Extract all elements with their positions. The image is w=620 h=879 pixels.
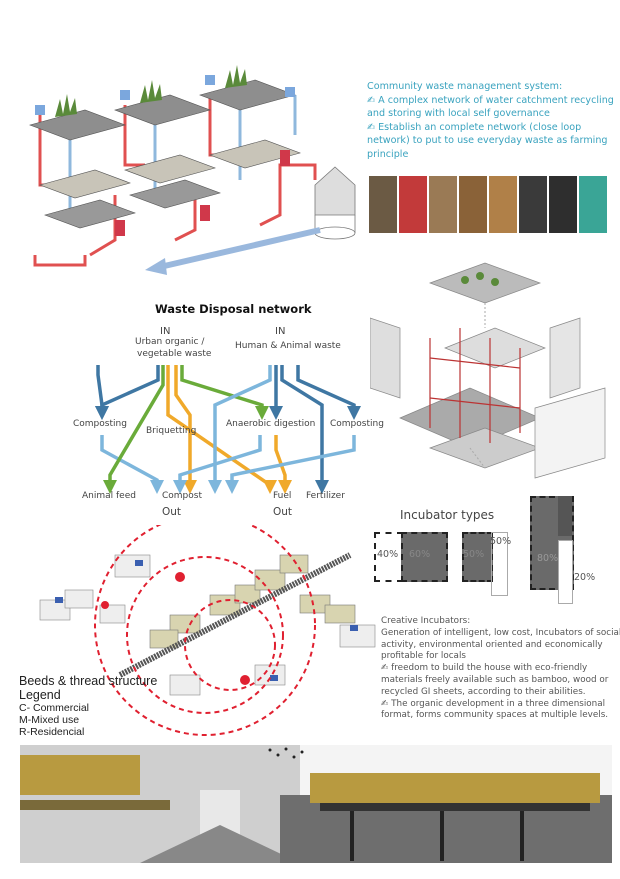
intro-line: ✍ A complex network of water catchment r… bbox=[367, 94, 614, 106]
intro-line: network) to put to use everyday waste as… bbox=[367, 135, 608, 147]
water-network-drawing bbox=[29, 65, 356, 275]
structure-title: Beeds & thread structure bbox=[19, 674, 158, 688]
legend-heading: Legend bbox=[19, 688, 61, 702]
flow-title: Waste Disposal network bbox=[155, 302, 312, 316]
beads-thread-model bbox=[39, 525, 376, 736]
intro-line: principle bbox=[367, 148, 409, 160]
incubator-type3-open bbox=[558, 540, 573, 604]
incubator-type1-built-pct: 60% bbox=[409, 549, 431, 560]
creative-line: format, forms community spaces at multip… bbox=[381, 710, 609, 721]
intro-line: and storing with local self governance bbox=[367, 108, 550, 120]
material-swatch bbox=[549, 176, 577, 233]
in-label: IN bbox=[275, 326, 286, 337]
material-swatches bbox=[369, 176, 607, 233]
incubator-type3-built-pct: 80% bbox=[537, 553, 559, 564]
output-compost: Compost bbox=[162, 491, 202, 501]
legend-item-residential: R-Residencial bbox=[19, 726, 85, 738]
creative-line: recycled GI sheets, according to their a… bbox=[381, 686, 586, 697]
in-label: IN bbox=[160, 326, 171, 337]
incubator-type2-open bbox=[491, 532, 508, 596]
input-urban-2: vegetable waste bbox=[137, 349, 212, 359]
material-swatch bbox=[579, 176, 607, 233]
output-fertilizer: Fertilizer bbox=[306, 491, 345, 501]
legend-item-mixed-use: M-Mixed use bbox=[19, 714, 80, 726]
incubator-type3-upper bbox=[558, 496, 572, 536]
process-composting: Composting bbox=[73, 419, 127, 429]
process-composting-2: Composting bbox=[330, 419, 384, 429]
creative-incubators-text: Creative Incubators: Generation of intel… bbox=[381, 616, 620, 722]
material-swatch bbox=[429, 176, 457, 233]
out-label: Out bbox=[162, 506, 182, 518]
process-anaerobic-digestion: Anaerobic digestion bbox=[226, 419, 316, 429]
incubator-types-title: Incubator types bbox=[400, 508, 495, 522]
material-swatch bbox=[489, 176, 517, 233]
street-panorama bbox=[20, 745, 612, 863]
creative-line: ✍ The organic development in a three dim… bbox=[381, 698, 606, 709]
intro-heading: Community waste management system: bbox=[367, 81, 563, 92]
incubator-isometric-drawing bbox=[370, 262, 606, 479]
incubator-type2-open-pct: 50% bbox=[490, 536, 512, 547]
creative-line: activity, environmental oriented and eco… bbox=[381, 639, 603, 650]
incubator-type2-built-pct: 50% bbox=[463, 549, 485, 560]
material-swatch bbox=[399, 176, 427, 233]
legend: Beeds & thread structure Legend C- Comme… bbox=[19, 674, 157, 738]
intro-text: Community waste management system: ✍ A c… bbox=[367, 80, 617, 162]
incubator-type1-open bbox=[374, 532, 403, 582]
process-briquetting: Briquetting bbox=[146, 426, 197, 436]
incubator-type2-built bbox=[462, 532, 493, 582]
material-swatch bbox=[459, 176, 487, 233]
input-human-animal: Human & Animal waste bbox=[235, 341, 341, 351]
material-swatch bbox=[369, 176, 397, 233]
creative-line: profitable for locals bbox=[381, 651, 466, 662]
creative-line: Creative Incubators: bbox=[381, 616, 471, 626]
input-urban-1: Urban organic / bbox=[135, 337, 205, 347]
creative-line: ✍ freedom to build the house with eco-fr… bbox=[381, 663, 588, 674]
output-animal-feed: Animal feed bbox=[82, 491, 136, 501]
creative-line: materials freely available such as bambo… bbox=[381, 674, 609, 685]
incubator-type3-open-pct: 20% bbox=[574, 572, 596, 583]
creative-line: Generation of intelligent, low cost, Inc… bbox=[381, 627, 620, 638]
material-swatch bbox=[519, 176, 547, 233]
flow-arrows bbox=[95, 365, 361, 494]
legend-item-commercial: C- Commercial bbox=[19, 702, 90, 714]
incubator-type1-built bbox=[401, 532, 448, 582]
intro-line: ✍ Establish an complete network (close l… bbox=[367, 121, 582, 133]
output-fuel: Fuel bbox=[273, 491, 292, 501]
incubator-type1-open-pct: 40% bbox=[377, 549, 399, 560]
out-label: Out bbox=[273, 506, 293, 518]
